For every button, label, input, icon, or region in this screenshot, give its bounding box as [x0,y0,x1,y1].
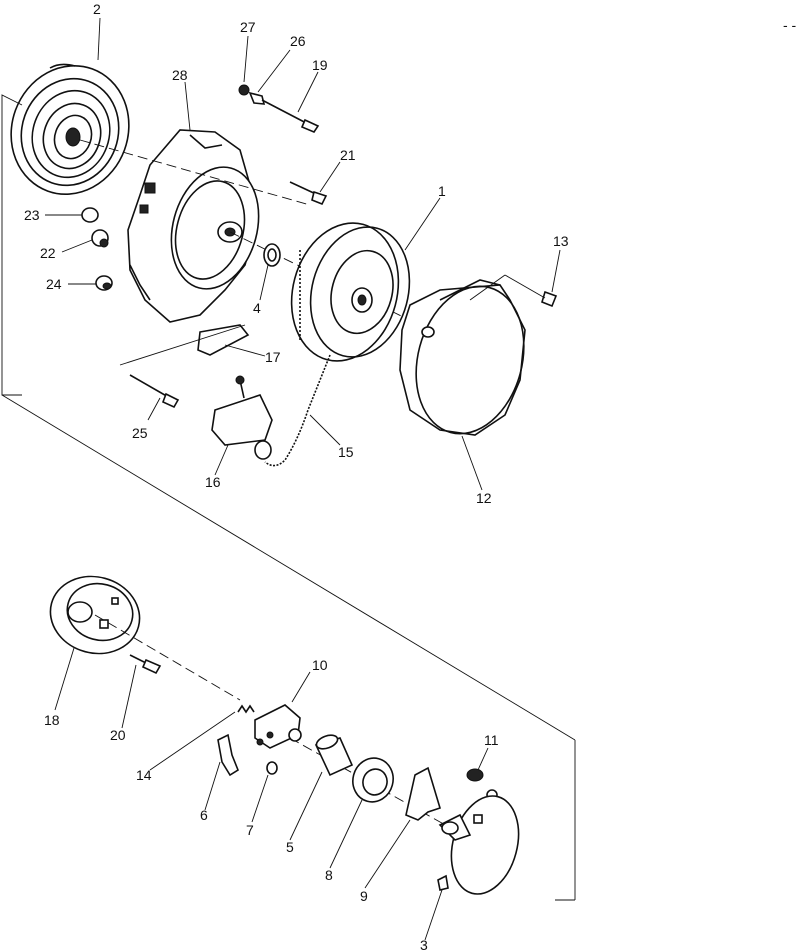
spring-plate-9 [405,766,441,821]
hub-3 [437,795,520,895]
label-part-8: 8 [325,867,333,883]
label-part-10: 10 [312,657,328,673]
spring-14 [237,704,255,714]
corner-marks: - - [783,17,797,33]
starter-housing [127,129,260,323]
label-part-4: 4 [253,300,261,316]
label-part-3: 3 [420,937,428,952]
label-part-19: 19 [312,57,328,73]
upper-assembly-boundary [1,94,576,901]
recoil-spring [10,63,130,196]
label-part-16: 16 [205,474,221,490]
label-part-27: 27 [240,19,256,35]
pulley-1 [290,222,411,362]
label-part-15: 15 [338,444,354,460]
small-fasteners-22-23-24 [81,207,113,291]
starter-cover-12 [399,279,526,436]
label-part-17: 17 [265,349,281,365]
label-part-24: 24 [46,276,62,292]
spring-axis-line [79,139,311,206]
pin-7 [266,761,278,775]
label-part-5: 5 [286,839,294,855]
label-part-28: 28 [172,67,188,83]
label-part-2: 2 [93,1,101,17]
rope-guide-17 [197,324,250,356]
label-part-20: 20 [110,727,126,743]
leader-lines [45,17,561,941]
label-part-23: 23 [24,207,40,223]
screw-20 [129,654,162,675]
label-part-11: 11 [484,732,499,748]
label-part-6: 6 [200,807,208,823]
bolt-assembly-19-26-27 [238,84,320,133]
pawl-6 [217,733,239,777]
label-part-18: 18 [44,712,60,728]
label-part-13: 13 [553,233,569,249]
label-part-26: 26 [290,33,306,49]
label-part-12: 12 [476,490,492,506]
label-part-21: 21 [340,147,356,163]
washer-8 [352,757,394,803]
starter-handle-16 [211,375,273,460]
label-part-25: 25 [132,425,148,441]
label-part-14: 14 [136,767,152,783]
leader-bracket-17 [119,324,246,366]
bolt-21 [289,181,328,206]
part-number-labels: 2 27 26 19 28 21 1 13 23 22 24 4 17 25 1… [24,1,569,952]
label-part-1: 1 [438,183,446,199]
lower-axis-line-a [94,614,241,701]
bolt-25 [129,374,180,409]
label-part-7: 7 [246,822,254,838]
washer-4 [263,243,281,267]
pawl-assembly-10 [254,704,302,749]
starter-rope [264,354,331,467]
label-part-9: 9 [360,888,368,904]
drum-5 [314,734,354,777]
bolt-13 [469,274,558,308]
label-part-22: 22 [40,245,56,261]
